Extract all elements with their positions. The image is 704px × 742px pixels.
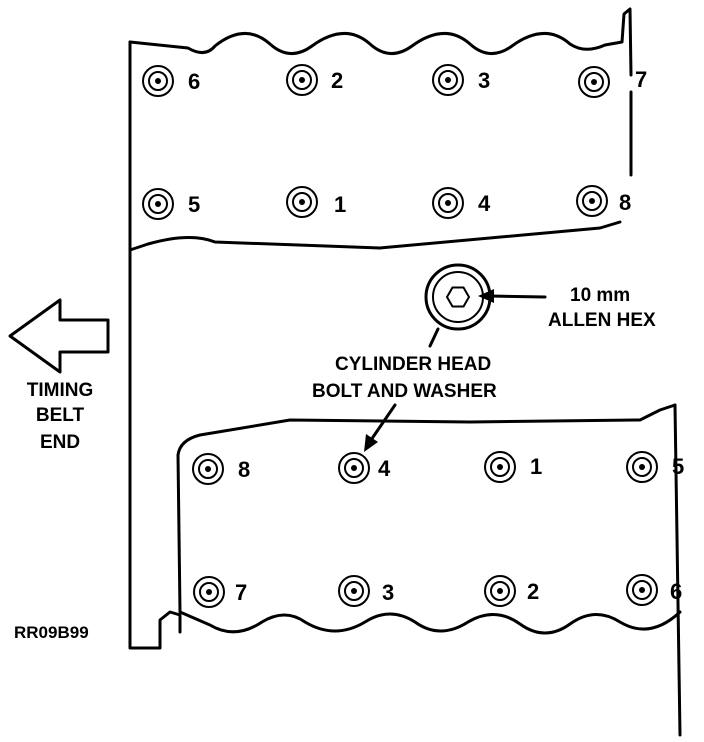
sequence-number: 8 [238, 457, 250, 482]
bolt [578, 66, 610, 98]
svg-text:BELT: BELT [36, 405, 85, 426]
sequence-number: 4 [478, 191, 491, 216]
bolt [286, 186, 318, 218]
bolt [338, 575, 370, 607]
bolt [626, 574, 658, 606]
sequence-number: 1 [334, 192, 346, 217]
bolt [432, 187, 464, 219]
sequence-number: 7 [235, 580, 247, 605]
sequence-number: 3 [478, 68, 490, 93]
bolt [484, 575, 516, 607]
hex-label-line2: ALLEN HEX [548, 310, 656, 331]
hex-leader-line [428, 327, 440, 348]
lower-head-outline [176, 403, 682, 635]
timing-belt-direction-arrow [8, 298, 110, 374]
bolt [142, 65, 174, 97]
sequence-number: 2 [331, 68, 343, 93]
bolt [142, 188, 174, 220]
bolt-label-line2: BOLT AND WASHER [312, 381, 497, 402]
figure-id: RR09B99 [14, 623, 89, 642]
upper-head-bolts [142, 64, 610, 220]
bolt [338, 452, 370, 484]
bolt [193, 576, 225, 608]
hex-callout-arrow [478, 289, 547, 303]
sequence-number: 7 [635, 67, 647, 92]
sequence-number: 5 [672, 454, 684, 479]
sequence-number: 6 [670, 579, 682, 604]
bolt-callout-arrow [364, 403, 397, 452]
bolt [626, 451, 658, 483]
sequence-number: 8 [619, 190, 631, 215]
bolt [484, 451, 516, 483]
svg-text:TIMING: TIMING [27, 380, 94, 401]
bolt [576, 185, 608, 217]
svg-text:END: END [40, 432, 80, 453]
sequence-number: 3 [382, 580, 394, 605]
timing-belt-label: TIMING BELT END [27, 380, 94, 453]
lower-head-sequence: 8 4 1 5 7 3 2 6 [235, 454, 684, 605]
engine-block-outline [128, 7, 682, 737]
bolt-label-line1: CYLINDER HEAD [335, 354, 491, 375]
hex-label-line1: 10 mm [570, 285, 630, 306]
sequence-number: 4 [378, 456, 391, 481]
bolt [286, 64, 318, 96]
sequence-number: 5 [188, 192, 200, 217]
lower-head-bolts [192, 451, 658, 608]
sequence-number: 2 [527, 579, 539, 604]
bolt [192, 453, 224, 485]
sequence-number: 6 [188, 69, 200, 94]
bolt [432, 64, 464, 96]
sequence-number: 1 [530, 454, 542, 479]
upper-head-sequence: 6 2 3 7 5 1 4 8 [188, 67, 647, 217]
